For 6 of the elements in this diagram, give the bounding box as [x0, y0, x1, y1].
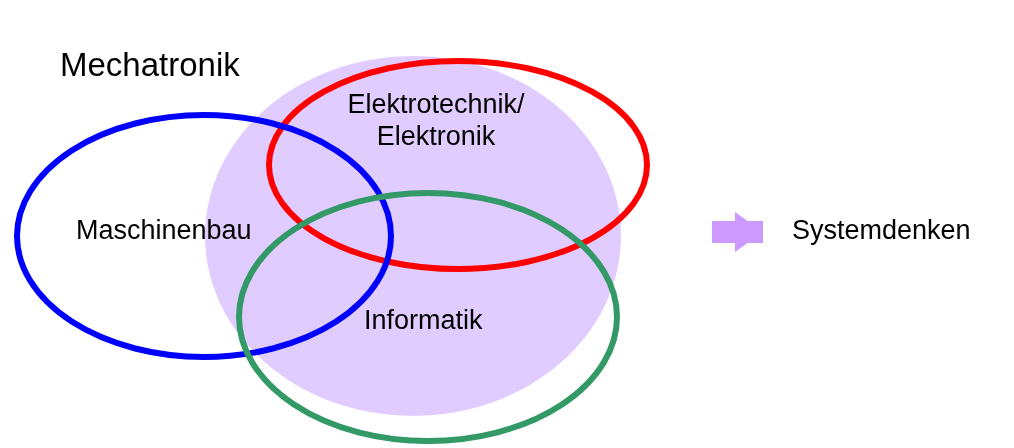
- label: Systemdenken: [792, 214, 972, 247]
- heading: Mechatronik: [60, 45, 241, 85]
- label: Informatik: [364, 304, 484, 337]
- label: Elektrotechnik/ Elektronik: [346, 88, 526, 153]
- arrow: [712, 212, 763, 252]
- label: Maschinenbau: [76, 214, 253, 247]
